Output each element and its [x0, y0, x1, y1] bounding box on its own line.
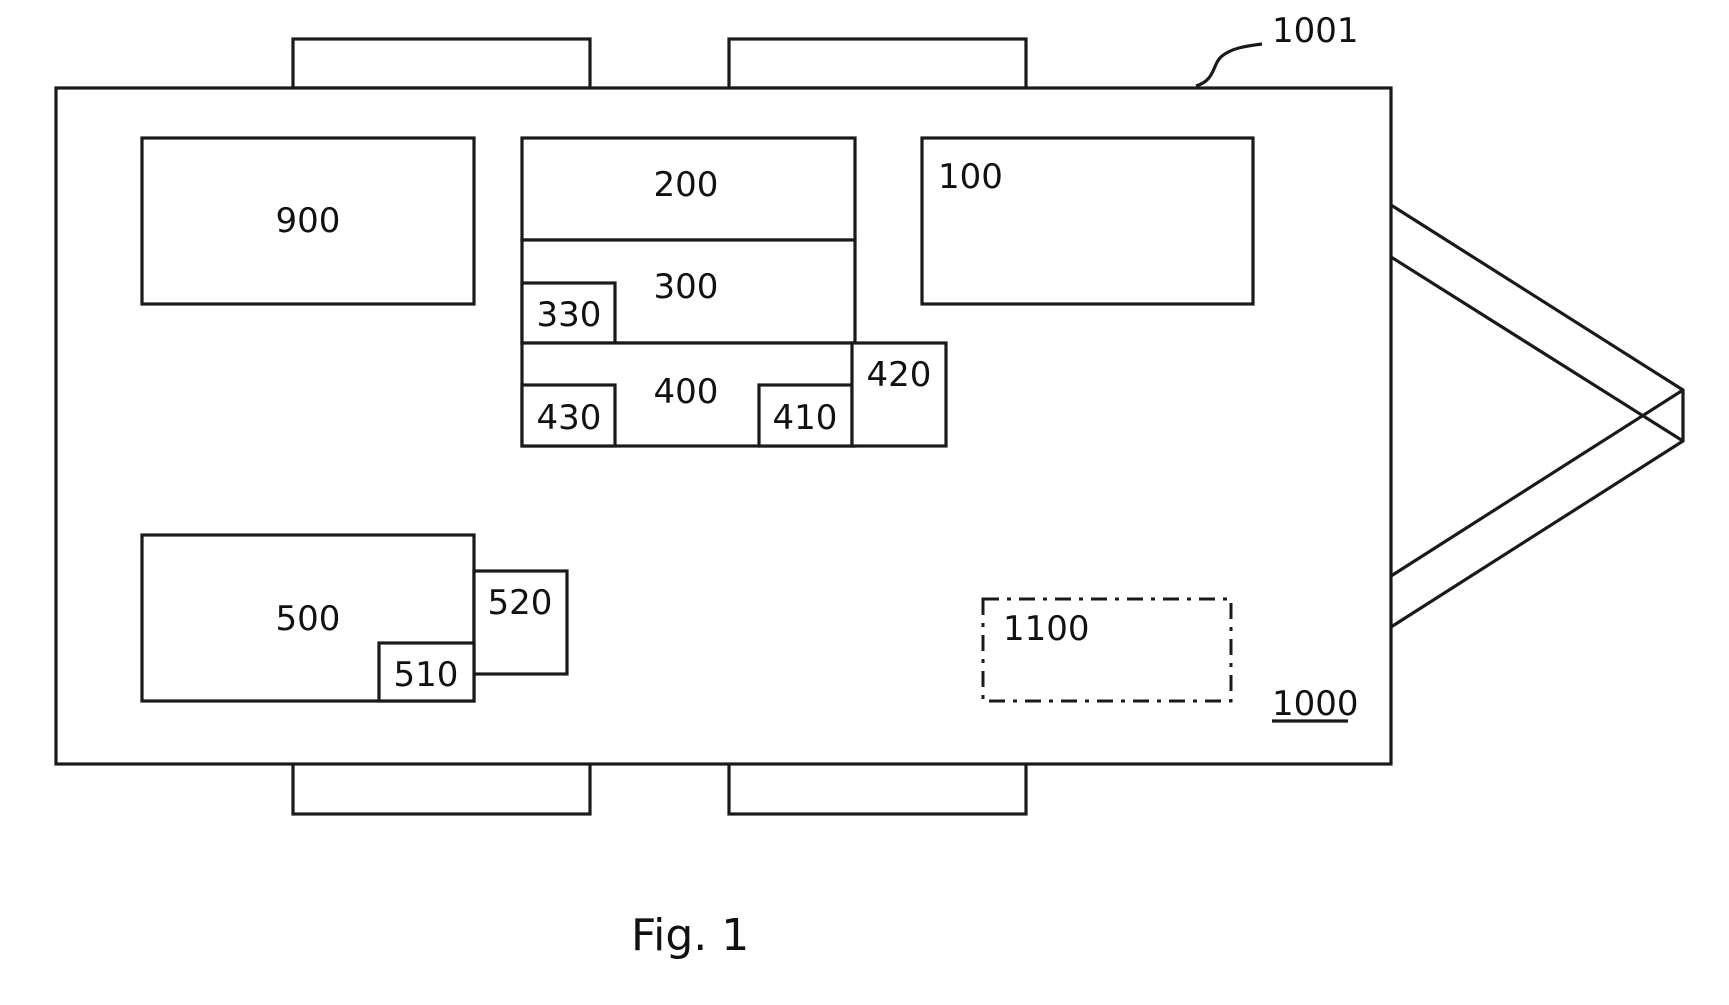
component-410-label: 410: [773, 398, 838, 438]
vehicle-leader-line: [1196, 44, 1262, 86]
system-ref-label: 1000: [1272, 684, 1359, 724]
wheel-top-left: [293, 39, 590, 88]
drawbar: [1391, 205, 1683, 627]
component-100-label: 100: [938, 157, 1003, 197]
component-900-label: 900: [276, 201, 341, 241]
vehicle-ref-label: 1001: [1272, 11, 1359, 51]
component-300-label: 300: [654, 267, 719, 307]
component-330-label: 330: [537, 295, 602, 335]
component-420-label: 420: [867, 355, 932, 395]
wheel-bottom-right: [729, 761, 1026, 814]
wheel-bottom-left: [293, 761, 590, 814]
component-500-label: 500: [276, 599, 341, 639]
component-430-label: 430: [537, 398, 602, 438]
component-510-label: 510: [394, 655, 459, 695]
figure-caption: Fig. 1: [631, 910, 749, 961]
component-200-label: 200: [654, 165, 719, 205]
component-520-label: 520: [488, 583, 553, 623]
component-400-label: 400: [654, 372, 719, 412]
wheel-top-right: [729, 39, 1026, 88]
component-1100-label: 1100: [1003, 609, 1090, 649]
